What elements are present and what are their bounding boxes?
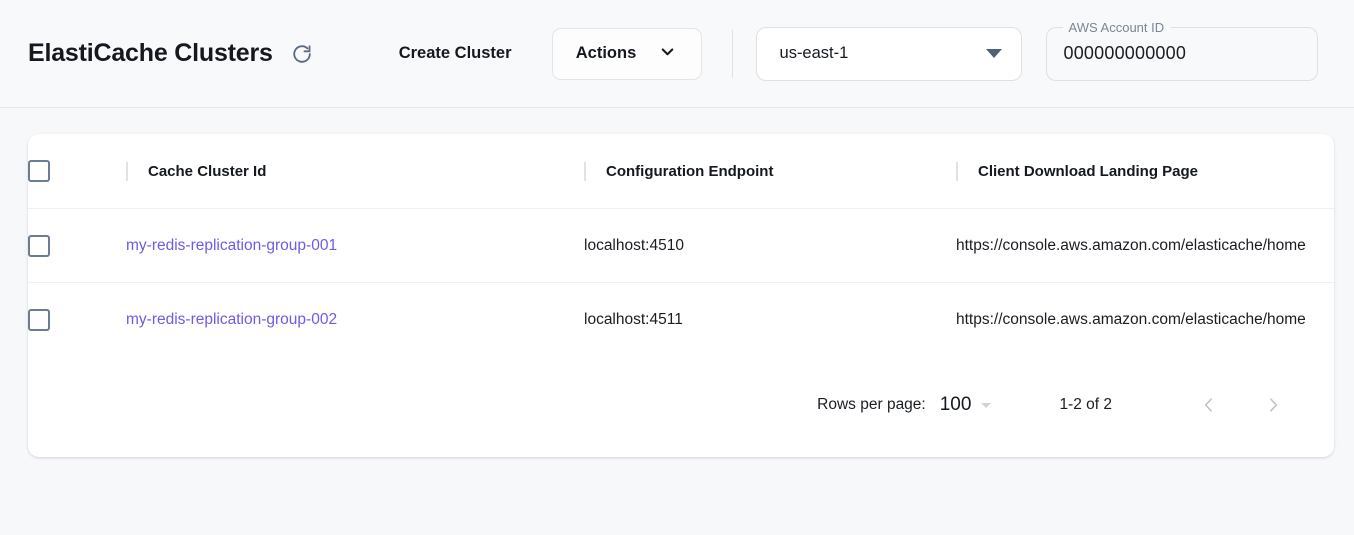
clusters-table-card: Cache Cluster Id Configuration Endpoint … [28, 134, 1334, 457]
cell-configuration-endpoint: localhost:4510 [584, 209, 956, 283]
region-select-value: us-east-1 [779, 44, 849, 62]
chevron-left-icon [1199, 395, 1219, 415]
cell-client-download-landing-page: https://console.aws.amazon.com/elasticac… [956, 209, 1334, 283]
column-divider [956, 161, 958, 181]
actions-button-label: Actions [575, 44, 637, 62]
landing-page-value: https://console.aws.amazon.com/elasticac… [956, 310, 1306, 328]
column-header-label: Client Download Landing Page [978, 162, 1199, 180]
page-title: ElastiCache Clusters [28, 39, 273, 67]
content-area: Cache Cluster Id Configuration Endpoint … [0, 108, 1354, 457]
table-head: Cache Cluster Id Configuration Endpoint … [28, 134, 1334, 209]
caret-down-icon [981, 402, 992, 408]
cell-cache-cluster-id: my-redis-replication-group-001 [126, 209, 584, 283]
table-row[interactable]: my-redis-replication-group-002 localhost… [28, 282, 1334, 357]
select-all-header-cell [28, 134, 126, 209]
header-divider [731, 29, 733, 78]
rows-per-page-select[interactable]: 100 [940, 394, 992, 416]
app-header: ElastiCache Clusters Create Cluster Acti… [0, 0, 1354, 108]
next-page-button[interactable] [1252, 384, 1294, 426]
create-cluster-button[interactable]: Create Cluster [393, 34, 518, 73]
select-all-checkbox[interactable] [28, 160, 50, 182]
column-header-label: Configuration Endpoint [606, 162, 774, 180]
aws-account-id-field[interactable]: AWS Account ID 000000000000 [1045, 20, 1318, 81]
row-select-cell [28, 283, 126, 357]
row-checkbox[interactable] [28, 308, 50, 331]
table-header-row: Cache Cluster Id Configuration Endpoint … [28, 134, 1334, 209]
cell-configuration-endpoint: localhost:4511 [584, 283, 956, 357]
column-header-configuration-endpoint[interactable]: Configuration Endpoint [584, 134, 956, 209]
caret-down-icon [985, 49, 1002, 58]
actions-button[interactable]: Actions [551, 27, 702, 80]
previous-page-button[interactable] [1188, 384, 1230, 426]
refresh-button[interactable] [287, 39, 317, 69]
cluster-id-link[interactable]: my-redis-replication-group-002 [126, 310, 338, 328]
configuration-endpoint-value: localhost:4510 [584, 236, 684, 254]
pagination-range-label: 1-2 of 2 [1059, 396, 1112, 413]
cluster-id-link[interactable]: my-redis-replication-group-001 [126, 236, 338, 254]
cell-client-download-landing-page: https://console.aws.amazon.com/elasticac… [956, 283, 1334, 357]
column-divider [126, 161, 128, 181]
rows-per-page-value: 100 [939, 394, 972, 415]
chevron-down-icon [658, 42, 677, 66]
cell-cache-cluster-id: my-redis-replication-group-002 [126, 283, 584, 357]
chevron-right-icon [1263, 395, 1283, 415]
table-row[interactable]: my-redis-replication-group-001 localhost… [28, 208, 1334, 283]
table-body: my-redis-replication-group-001 localhost… [28, 208, 1334, 357]
column-divider [584, 161, 586, 181]
column-header-label: Cache Cluster Id [148, 162, 267, 180]
region-select[interactable]: us-east-1 [755, 26, 1022, 81]
table-pagination: Rows per page: 100 1-2 of 2 [28, 353, 1334, 457]
refresh-icon [291, 43, 313, 65]
landing-page-value: https://console.aws.amazon.com/elasticac… [956, 236, 1306, 254]
row-select-cell [28, 209, 126, 283]
clusters-table: Cache Cluster Id Configuration Endpoint … [28, 134, 1334, 356]
row-checkbox[interactable] [28, 234, 50, 257]
aws-account-id-value: 000000000000 [1063, 43, 1187, 63]
rows-per-page-label: Rows per page: [817, 396, 926, 413]
configuration-endpoint-value: localhost:4511 [584, 310, 683, 328]
column-header-client-download-landing-page[interactable]: Client Download Landing Page [956, 134, 1334, 209]
column-header-cache-cluster-id[interactable]: Cache Cluster Id [126, 134, 584, 209]
